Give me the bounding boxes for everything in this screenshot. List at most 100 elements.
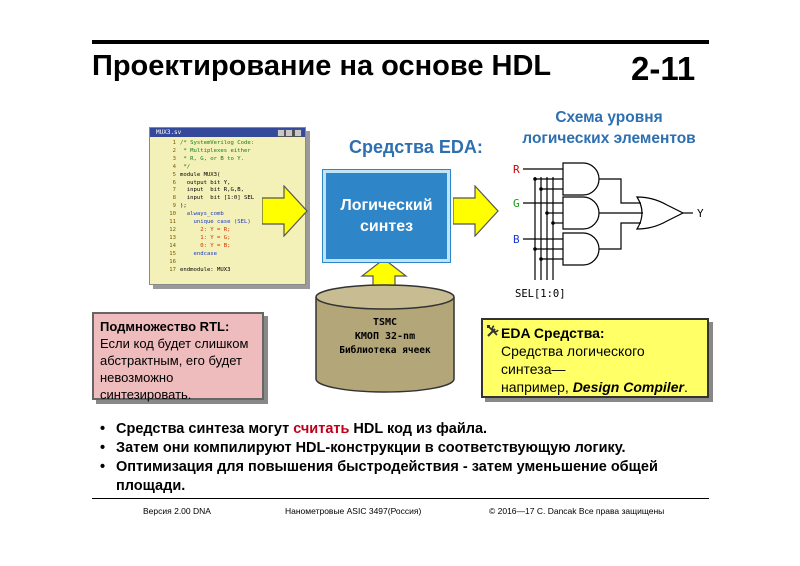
bullet-item: Оптимизация для повышения быстродействия… (98, 458, 728, 496)
code-line-text: ); (180, 203, 187, 210)
code-line-number: 2 (172, 147, 176, 154)
library-line3: Библиотека ячеек (339, 345, 431, 356)
code-lines: 1 /* SystemVerilog Code: 2 * Multiplexes e… (150, 140, 305, 274)
code-line-number: 8 (172, 195, 176, 202)
code-line-text: 2: Y = R; (180, 226, 231, 233)
code-line-text: */ (180, 163, 191, 170)
code-line: 2 * Multiplexes either (150, 148, 305, 156)
close-button[interactable] (294, 129, 302, 137)
bullet-item: Затем они компилируют HDL-конструкции в … (98, 439, 728, 458)
schematic-title: Схема уровня логических элементов (509, 107, 709, 149)
slide-number: 2-11 (631, 50, 696, 87)
code-line-text: endcase (180, 250, 218, 257)
schematic-title-line1: Схема уровня (555, 109, 663, 126)
code-line-number: 17 (169, 266, 176, 273)
page-title: Проектирование на основе HDL (92, 50, 552, 82)
eda-text: Средства логического синтеза— (501, 343, 645, 377)
code-line-number: 11 (169, 219, 176, 226)
cell-library-cylinder: TSMC КМОП 32-nm Библиотека ячеек (314, 283, 456, 400)
code-line: 16 (150, 259, 305, 267)
code-line-text: 1: Y = G; (180, 234, 231, 241)
code-line-text: * Multiplexes either (180, 147, 251, 154)
code-line: 6 output bit Y, (150, 180, 305, 188)
synthesis-line1: Логический (340, 197, 433, 214)
footer-rule (92, 498, 709, 499)
code-line-text: unique case (SEL) (180, 219, 251, 226)
bullet-text: Средства синтеза могут (116, 421, 294, 437)
code-line: 3 * R, G, or B to Y. (150, 156, 305, 164)
code-line-number: 4 (172, 163, 176, 170)
schematic-title-line2: логических элементов (522, 130, 696, 147)
code-line: 8 input bit [1:0] SEL (150, 195, 305, 203)
bullet-item: Средства синтеза могут считать HDL код и… (98, 420, 728, 439)
rtl-subset-note: Подмножество RTL: Если код будет слишком… (92, 312, 264, 402)
input-label-g: G (513, 197, 520, 210)
eda-tail: . (683, 379, 688, 395)
maximize-button[interactable] (285, 129, 293, 137)
code-line-number: 12 (169, 226, 176, 233)
input-label-b: B (513, 233, 520, 246)
arrow-right-icon (262, 185, 308, 237)
code-line: 14 0: Y = B; (150, 243, 305, 251)
code-line-number: 5 (172, 171, 176, 178)
code-line: 13 1: Y = G; (150, 235, 305, 243)
header-rule (92, 40, 709, 44)
code-line: 15 endcase (150, 251, 305, 259)
code-line: 11 unique case (SEL) (150, 219, 305, 227)
code-line-text: /* SystemVerilog Code: (180, 140, 255, 146)
code-line-text: * R, G, or B to Y. (180, 155, 244, 162)
input-label-r: R (513, 163, 520, 176)
code-line-number: 14 (169, 242, 176, 249)
eda-example-prefix: например, (501, 379, 573, 395)
bullet-text: HDL код из файла. (349, 421, 488, 437)
code-line-number: 15 (169, 250, 176, 257)
code-window-titlebar: MUX3.sv (150, 128, 305, 137)
code-line: 17 endmodule: MUX3 (150, 267, 305, 275)
code-line-number: 7 (172, 187, 176, 194)
code-line: 5 module MUX3( (150, 172, 305, 180)
code-line-number: 13 (169, 234, 176, 241)
sel-label: SEL[1:0] (515, 288, 566, 300)
tools-icon (486, 324, 500, 342)
output-label-y: Y (697, 207, 704, 220)
library-line2: КМОП 32-nm (355, 331, 415, 342)
footer-copyright: © 2016—17 C. Dancak Все права защищены (489, 506, 665, 516)
code-line-text: endmodule: MUX3 (180, 266, 231, 273)
code-line: 12 2: Y = R; (150, 227, 305, 235)
eda-heading: EDA Средства: (501, 325, 605, 341)
minimize-button[interactable] (277, 129, 285, 137)
eda-tool-name: Design Compiler (572, 379, 684, 395)
code-line-number: 3 (172, 155, 176, 162)
code-line: 7 input bit R,G,B, (150, 187, 305, 195)
footer-course: Нанометровые ASIC 3497(Россия) (285, 506, 422, 516)
eda-label: Средства EDA: (349, 137, 483, 157)
code-line: 1 /* SystemVerilog Code: (150, 140, 305, 148)
code-line: 10 always_comb (150, 211, 305, 219)
library-line1: TSMC (373, 317, 397, 328)
gate-schematic: R G B (505, 155, 730, 305)
gate-schematic-svg: R G B (513, 162, 704, 300)
code-line-number: 1 (172, 140, 176, 146)
code-line-text: input bit R,G,B, (180, 187, 244, 194)
code-line: 9); (150, 203, 305, 211)
logic-synthesis-box: Логический синтез (323, 170, 450, 262)
code-line-text: 0: Y = B; (180, 242, 231, 249)
code-line-number: 9 (172, 203, 176, 210)
arrow-right-icon (453, 185, 499, 237)
code-line-text: input bit [1:0] SEL (180, 195, 255, 202)
code-line-text: always_comb (180, 211, 224, 218)
rtl-heading: Подмножество RTL: (100, 319, 230, 334)
bullet-list: Средства синтеза могут считать HDL код и… (98, 420, 728, 496)
eda-example-row: например, Design Compiler. (501, 378, 689, 396)
eda-heading-row: EDA Средства: (487, 324, 689, 342)
rtl-text: Если код будет слишком абстрактным, его … (100, 336, 249, 402)
code-line: 4 */ (150, 164, 305, 172)
code-line-text: module MUX3( (180, 171, 221, 178)
code-filename: MUX3.sv (156, 129, 182, 136)
code-line-text: output bit Y, (180, 179, 231, 186)
code-line-number: 16 (169, 258, 176, 265)
code-line-number: 6 (172, 179, 176, 186)
code-line-number: 10 (169, 211, 176, 218)
bullet-highlight: считать (293, 421, 350, 437)
synthesis-line2: синтез (359, 218, 414, 235)
